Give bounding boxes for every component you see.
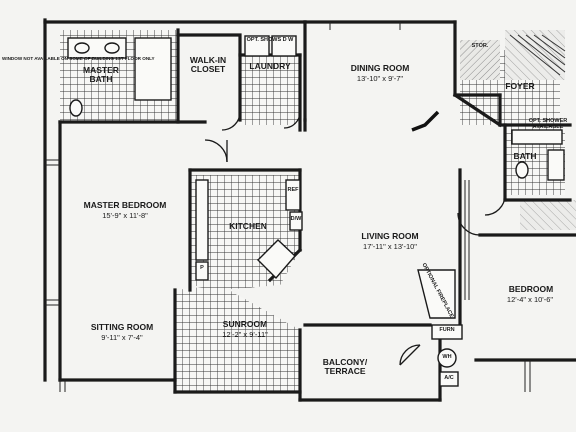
pantry xyxy=(195,261,209,281)
bath-label: BATH xyxy=(513,151,537,161)
door-bath xyxy=(484,194,506,216)
sunroom-dims: 12'-2" x 9'-11" xyxy=(222,330,268,339)
bedroom-dims: 12'-4" x 10'-6" xyxy=(506,295,554,304)
kitchen-label: KITCHEN xyxy=(229,221,267,231)
sunroom-tile xyxy=(175,285,300,392)
furnace xyxy=(431,324,463,340)
water-heater xyxy=(437,348,457,368)
entry-arrow xyxy=(411,110,440,132)
laundry-label: LAUNDRY xyxy=(249,61,291,71)
laundry-tile xyxy=(240,55,300,125)
kitchen-sink xyxy=(257,239,296,280)
sitting-room-label: SITTING ROOM xyxy=(90,322,154,332)
bathtub xyxy=(134,37,172,101)
furn-label: FURN xyxy=(439,327,455,333)
ac-label: A/C xyxy=(444,375,454,381)
wh-label: WH xyxy=(442,354,452,360)
pantry-label: P xyxy=(200,265,204,271)
door-closet xyxy=(221,111,241,131)
hatched-areas xyxy=(460,30,576,230)
walk-in-closet-label: WALK-IN CLOSET xyxy=(189,55,227,74)
balcony-label: BALCONY/ TERRACE xyxy=(322,357,368,376)
sink-2 xyxy=(104,42,120,54)
windows xyxy=(45,22,531,392)
window-note: WINDOW NOT AVAILABLE ON SOME OF BUILDING… xyxy=(2,56,155,61)
dryer xyxy=(244,35,270,57)
closet-hatch xyxy=(520,200,576,230)
master-bedroom-dims: 15'-9" x 11'-8" xyxy=(102,211,148,220)
toilet-master xyxy=(69,99,83,117)
bath-note: OPT. SHOWER AVAILABLE xyxy=(528,118,568,130)
dishwasher xyxy=(289,211,303,231)
doors xyxy=(204,111,506,366)
dw-label: D/W xyxy=(290,216,302,222)
foyer-label: FOYER xyxy=(505,81,535,91)
sunroom-label: SUNROOM xyxy=(222,319,268,329)
door-balcony xyxy=(399,344,421,366)
fridge xyxy=(285,179,301,211)
ref-label: REF xyxy=(287,187,299,193)
bath-vanity xyxy=(547,149,565,181)
dining-room-dims: 13'-10" x 9'-7" xyxy=(356,74,404,83)
living-room-dims: 17'-11" x 13'-10" xyxy=(363,242,417,251)
door-bedroom xyxy=(457,212,481,236)
bedroom-label: BEDROOM xyxy=(508,284,554,294)
master-bedroom-label: MASTER BEDROOM xyxy=(83,200,167,210)
fixtures xyxy=(67,35,565,387)
living-room-label: LIVING ROOM xyxy=(361,231,419,241)
fireplace xyxy=(417,269,456,319)
dining-room-label: DINING ROOM xyxy=(350,63,410,73)
sink-1 xyxy=(74,42,90,54)
stor-hatch xyxy=(460,40,500,80)
ac-unit xyxy=(439,371,459,387)
counter-left xyxy=(195,179,209,261)
stor-label: STOR. xyxy=(471,43,489,49)
door-laundry xyxy=(283,111,301,129)
washer xyxy=(271,35,297,57)
shower xyxy=(511,129,563,145)
master-bath-label: MASTER BATH xyxy=(83,65,119,84)
laundry-appliances-label: OPT. SHOWS D W xyxy=(246,37,294,43)
sitting-room-dims: 9'-11" x 7'-4" xyxy=(101,333,143,342)
toilet-bath xyxy=(515,161,529,179)
stairs xyxy=(509,34,566,76)
